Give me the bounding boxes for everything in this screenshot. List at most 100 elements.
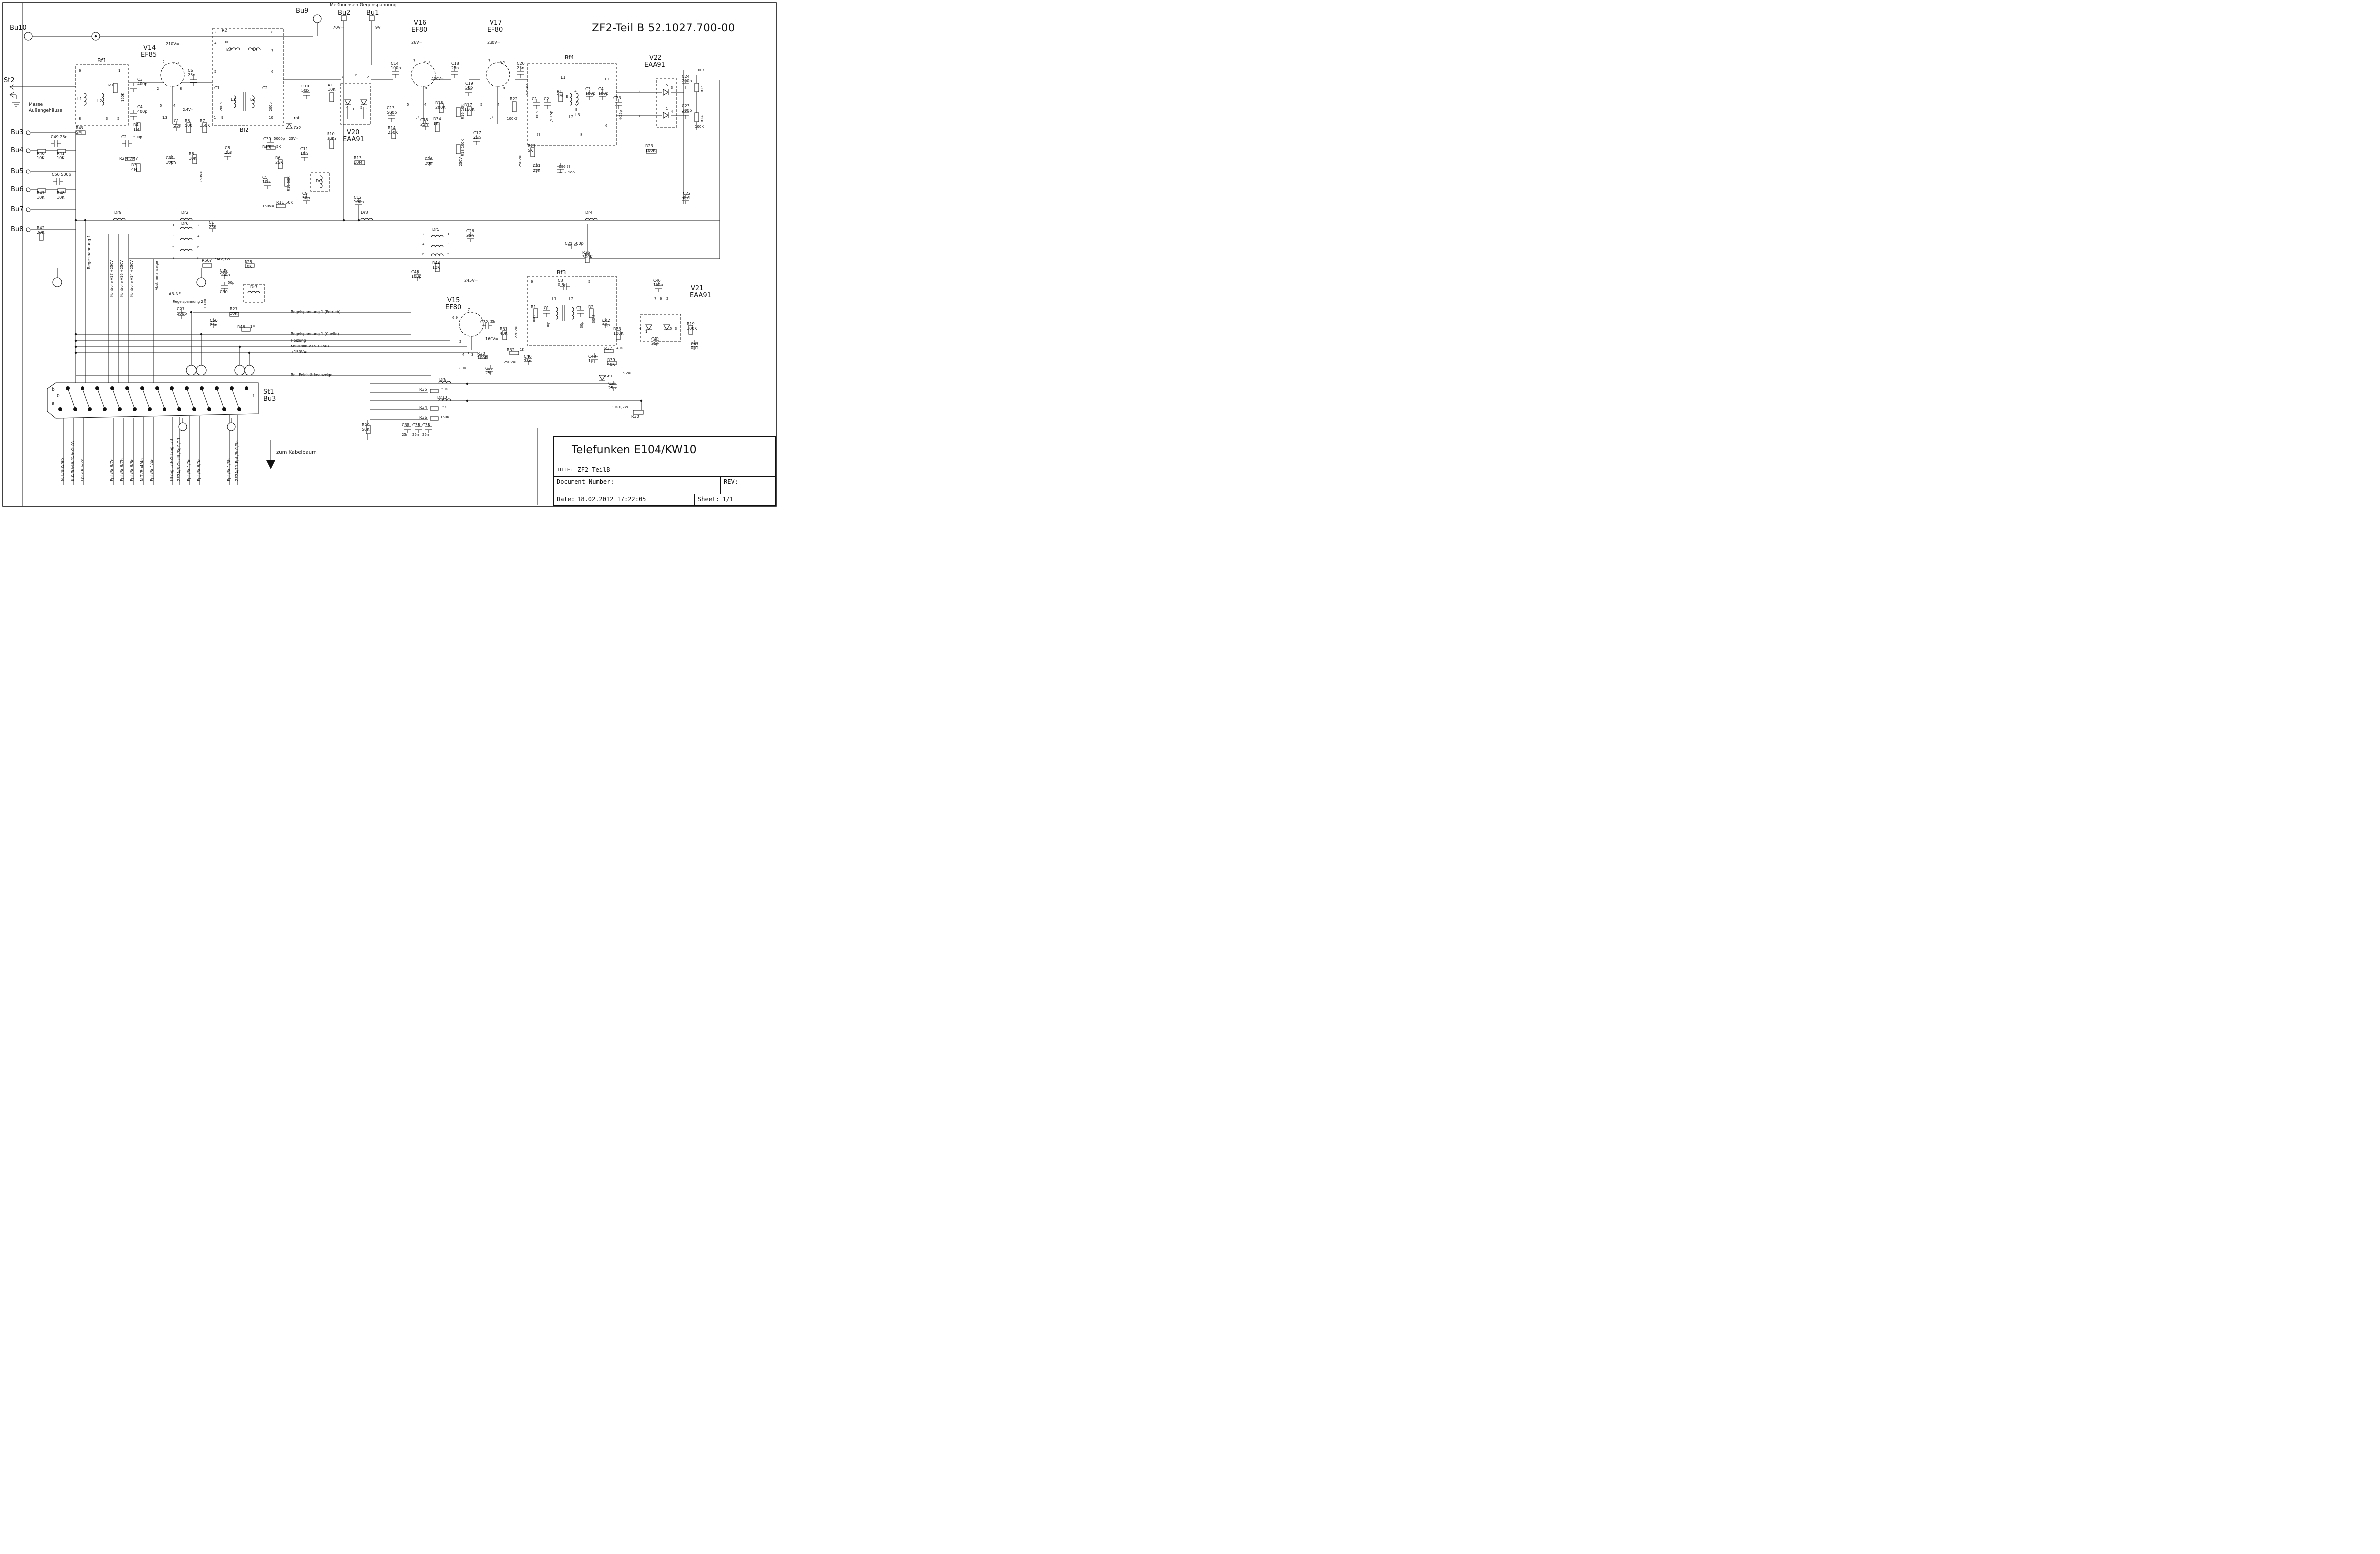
schematic-label: EF80 (487, 26, 503, 34)
coil-symbol (431, 253, 444, 256)
wire (9, 94, 14, 98)
schematic-label: 1M (250, 325, 256, 329)
resistor-symbol (136, 163, 141, 172)
schematic-label: 2 (367, 75, 369, 79)
connector-pin (237, 407, 241, 411)
schematic-label: 6 (355, 73, 358, 77)
schematic-label: R33 100K (613, 327, 624, 336)
coil-symbol (555, 307, 558, 320)
schematic-label: 1 (645, 330, 648, 334)
schematic-label: 4 (497, 103, 500, 107)
schematic-label: 50p (228, 281, 235, 285)
resistor-symbol (467, 106, 472, 116)
schematic-label: C2 (121, 135, 127, 139)
schematic-label: R34 (419, 405, 427, 410)
schematic-label: C55 ?? (559, 165, 571, 169)
schematic-label: N.T./Bu5/9b (60, 458, 65, 481)
schematic-label: C32 (480, 320, 488, 324)
resistor-symbol (245, 263, 255, 268)
schematic-label: 25n (490, 320, 497, 324)
connector-pin (148, 407, 152, 411)
schematic-label: R35 (419, 387, 427, 392)
schematic-label: 7 (271, 49, 274, 53)
schematic-label: 100 (223, 40, 230, 44)
connector-wire (127, 388, 135, 410)
schematic-label: 100K (695, 125, 704, 129)
schematic-label: 1 (172, 223, 175, 227)
schematic-label: 3 (172, 234, 175, 238)
dashed-enclosure (243, 284, 265, 303)
schematic-label: 5 (480, 103, 483, 107)
terminal-circle (227, 422, 236, 431)
junction-dot (74, 333, 77, 336)
resistor-symbol (125, 157, 135, 161)
schematic-label: R2 (588, 305, 594, 309)
connector-wire (112, 388, 120, 410)
schematic-label: C13 500p (387, 106, 397, 115)
schematic-label: Bu5 (11, 168, 24, 175)
schematic-label: R48 10K (57, 191, 65, 200)
schematic-label: C39 (263, 137, 271, 141)
schematic-label: Fpl./Bu6/6c (130, 459, 134, 481)
junction-dot (357, 219, 360, 222)
schematic-label: C30 (220, 290, 228, 294)
coil-symbol (180, 249, 193, 252)
schematic-label: 245V= (464, 278, 478, 283)
schematic-label: A (574, 89, 577, 93)
schematic-label: R24 (700, 115, 704, 122)
schematic-label: C56 25n (210, 318, 218, 327)
terminal-circle (196, 277, 206, 287)
resistor-symbol (456, 107, 461, 117)
schematic-label: C1 (544, 306, 549, 310)
diode-symbol (599, 375, 606, 381)
schematic-label: Regelspannung 1 (87, 235, 91, 269)
schematic-label: EF80 (445, 304, 462, 311)
schematic-label: 25n (422, 433, 429, 437)
diode-symbol (663, 324, 670, 331)
schematic-label: C33 25n (485, 366, 493, 375)
resistor-symbol (512, 101, 517, 112)
connector-wire (142, 388, 150, 410)
schematic-label: L2 (569, 297, 574, 301)
resistor-symbol (39, 232, 44, 241)
schematic-label: C14 100p (391, 61, 401, 70)
diode-symbol (645, 324, 652, 331)
schematic-label: Fpl./Bu6/0a (197, 458, 201, 481)
resistor-symbol (604, 349, 614, 353)
schematic-label: Bf1 (97, 57, 107, 64)
schematic-label: verm. 100n (557, 171, 577, 174)
connector-pin (103, 407, 107, 411)
schematic-label: V22 (649, 54, 662, 62)
rev-label: REV: (724, 478, 738, 485)
schematic-label: R1 1M (557, 89, 563, 98)
schematic-label: R22 (510, 97, 518, 101)
schematic-label: 4 (639, 327, 642, 331)
schematic-label: C5 10n (262, 175, 270, 184)
schematic-label: 8 (79, 117, 81, 121)
schematic-label: 4 (346, 106, 349, 110)
schematic-label: C20 25n (517, 61, 525, 70)
junction-dot (466, 399, 469, 402)
tube-envelope (160, 62, 185, 87)
connector-wire (82, 388, 90, 410)
terminal-circle (26, 148, 31, 153)
junction-dot (238, 345, 241, 348)
schematic-label: R11 50K (276, 200, 293, 205)
schematic-label: A3-NF (169, 292, 181, 296)
schematic-label: Bf3 (557, 269, 566, 276)
schematic-label: R32 (507, 348, 515, 352)
schematic-label: 3 (447, 242, 450, 246)
schematic-label: C21 25n (533, 164, 541, 173)
schematic-label: 1 (252, 394, 255, 399)
connector-pin (88, 407, 92, 411)
connector-wire (157, 388, 165, 410)
schematic-label: R45 5M (76, 126, 83, 135)
schematic-label: Masse (29, 102, 43, 107)
title-block-date-row: Date: 18.02.2012 17:22:05 Sheet: 1/1 (554, 494, 775, 506)
resistor-symbol (607, 361, 617, 365)
schematic-label: 1K (520, 348, 525, 352)
resistor-symbol (694, 83, 699, 92)
schematic-label: Gr2 (294, 126, 301, 130)
connector-wire (216, 388, 225, 410)
schematic-label: C15 25n (420, 118, 428, 127)
